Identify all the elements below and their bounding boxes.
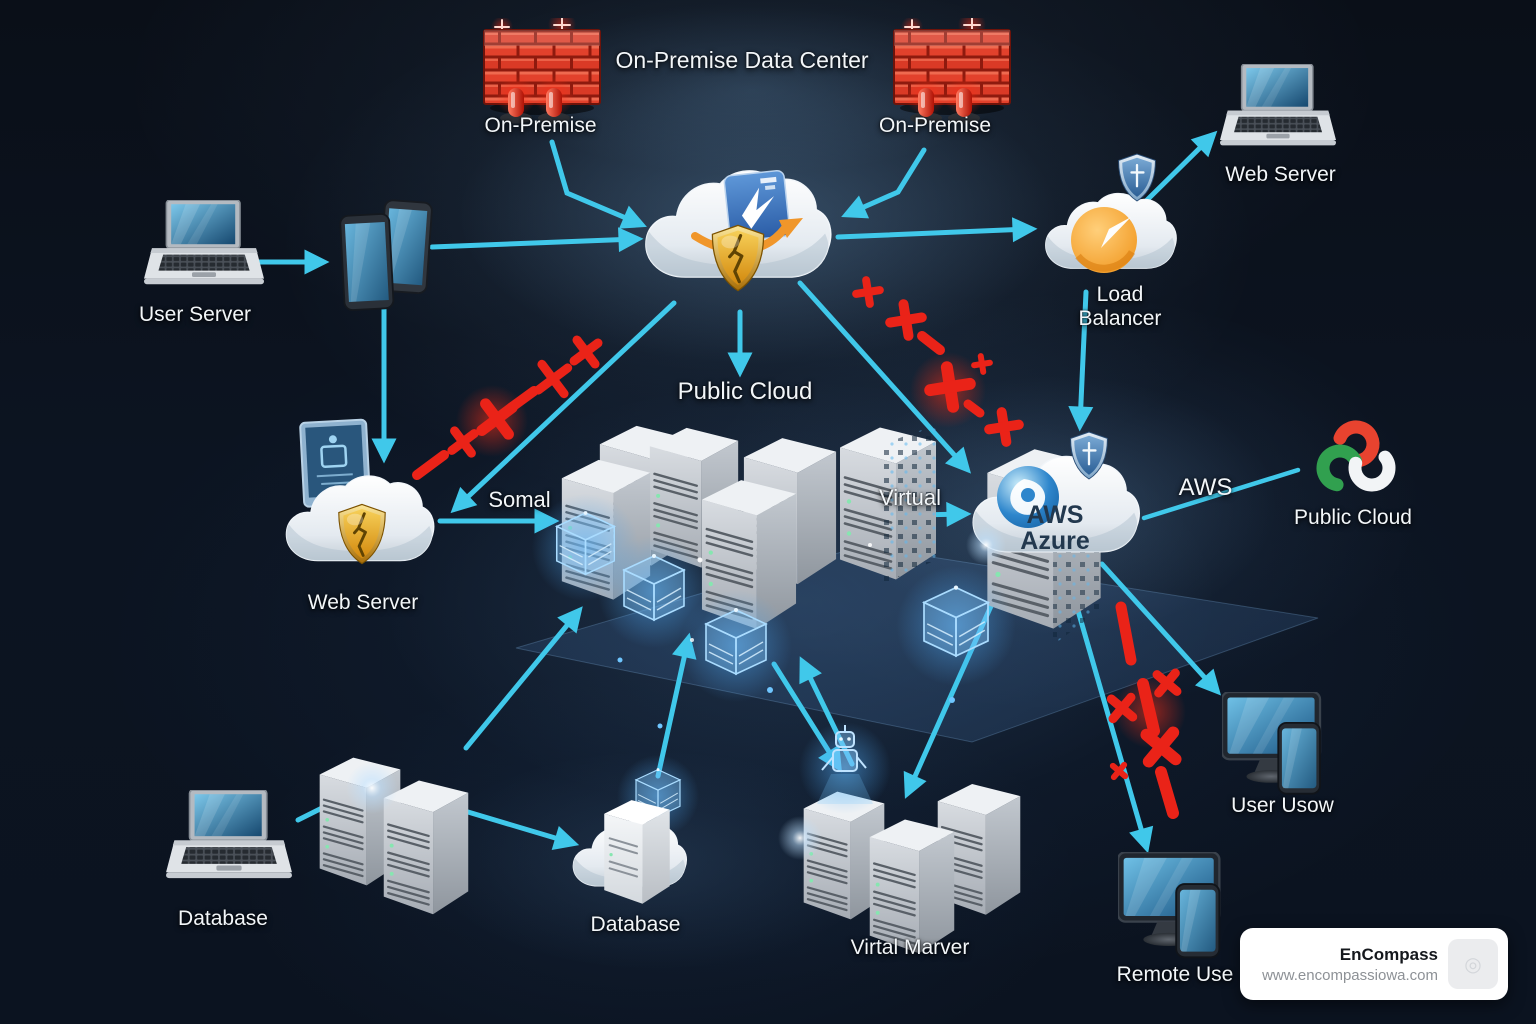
link-aws-googlecloud bbox=[1141, 467, 1301, 521]
diagram-title: On-Premise Data Center bbox=[615, 47, 869, 73]
firewall-right-icon bbox=[893, 18, 1011, 125]
azure-sphere-icon bbox=[997, 466, 1059, 528]
holographic-server-icon bbox=[895, 565, 1017, 687]
app-document-icon bbox=[723, 169, 791, 243]
link-loadbalancer-webserver bbox=[1137, 130, 1218, 210]
label-database-left: Database bbox=[178, 907, 268, 930]
label-somal: Somal bbox=[488, 487, 551, 512]
web-server-cloud-icon bbox=[285, 418, 435, 566]
watermark-card: EnCompass www.encompassiowa.com ◎ bbox=[1240, 928, 1508, 1000]
link-aws-userusow bbox=[1099, 561, 1222, 696]
remote-user-device-icon bbox=[1118, 852, 1221, 959]
aws-azure-cloud-icon bbox=[972, 430, 1140, 553]
watermark-brand: EnCompass bbox=[1339, 944, 1438, 964]
label-aws-side: AWS bbox=[1178, 474, 1233, 501]
link-cloud-aws bbox=[797, 280, 972, 474]
blocked-connection-c bbox=[1106, 601, 1186, 819]
label-public-cloud-center: Public Cloud bbox=[677, 378, 813, 405]
label-aws-line: AWS bbox=[1026, 501, 1084, 529]
label-on-premise-left: On-Premise bbox=[484, 114, 597, 137]
mobile-devices-icon bbox=[338, 198, 434, 312]
server-tower-icon bbox=[382, 779, 470, 916]
link-dbservers-cubes bbox=[463, 606, 583, 751]
label-virtal-marver: Virtal Marver bbox=[850, 936, 970, 959]
digital-pattern bbox=[880, 425, 936, 585]
load-balancer-gauge-icon bbox=[1071, 207, 1137, 273]
label-on-premise-right: On-Premise bbox=[878, 114, 992, 137]
user-server-laptop-icon bbox=[144, 200, 264, 286]
blocked-connection-b bbox=[852, 276, 1024, 447]
link-onpremleft-cloud bbox=[549, 139, 647, 229]
label-load-balancer: Load Balancer bbox=[1078, 283, 1162, 331]
link-phones-cloud bbox=[429, 227, 644, 253]
label-public-cloud-right: Public Cloud bbox=[1294, 506, 1412, 529]
server-tower-icon bbox=[868, 818, 956, 955]
web-server-laptop-icon bbox=[1220, 64, 1336, 147]
watermark-badge-icon: ◎ bbox=[1448, 939, 1498, 989]
label-web-server-top: Web Server bbox=[1225, 163, 1336, 186]
sparkles bbox=[346, 525, 1006, 860]
google-cloud-logo-icon bbox=[1316, 420, 1396, 492]
label-azure-line: Azure bbox=[1020, 527, 1090, 555]
label-user-usow: User Usow bbox=[1231, 794, 1334, 817]
hologram-robot-icon bbox=[799, 722, 891, 814]
link-onpremright-cloud bbox=[841, 147, 927, 219]
database-laptop-icon bbox=[166, 790, 292, 879]
link-dbservers-dbcloud bbox=[465, 809, 580, 850]
label-database-center: Database bbox=[590, 913, 681, 936]
user-usow-device-icon bbox=[1222, 692, 1322, 795]
link-cloud-loadbalancer bbox=[835, 217, 1038, 243]
label-user-server: User Server bbox=[138, 303, 252, 326]
label-web-server-left: Web Server bbox=[307, 591, 419, 614]
link-cloud-webcloud bbox=[450, 300, 677, 514]
central-cloud-icon bbox=[645, 169, 832, 293]
label-virtual: Virtual bbox=[879, 485, 941, 510]
label-aws-azure-cloud: AWS Azure bbox=[980, 502, 1130, 554]
database-server-icon bbox=[602, 798, 672, 906]
holographic-server-icon bbox=[679, 589, 793, 703]
link-loadbalancer-aws bbox=[1068, 289, 1094, 432]
load-balancer-cloud-icon bbox=[1045, 152, 1177, 273]
virtual-server-icons bbox=[799, 722, 1022, 955]
blocked-connection-a bbox=[412, 335, 603, 480]
watermark-url: www.encompassiowa.com bbox=[1262, 966, 1438, 984]
label-remote-user: Remote Use bbox=[1116, 963, 1234, 986]
